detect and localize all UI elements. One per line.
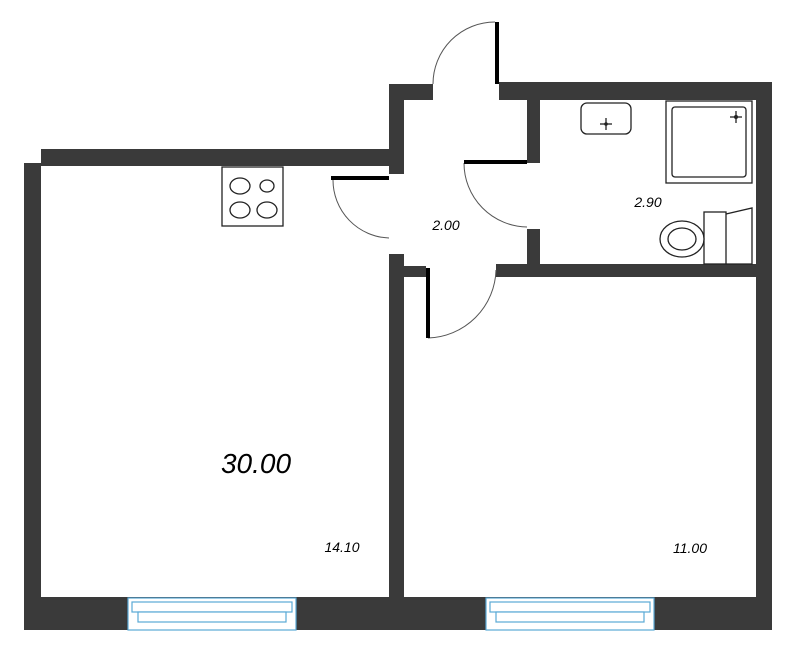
room-area-hall: 2.00 [431,217,459,233]
door-bathroom [463,160,528,228]
window-kitchen [127,597,297,631]
stove-icon [221,166,284,227]
wall-kitchen-top [41,149,389,166]
room-area-bathroom: 2.90 [633,194,661,210]
total-area-label: 30.00 [221,448,291,479]
walls [24,82,772,630]
room-area-kitchen: 14.10 [324,539,359,555]
wall-outer-right [756,82,772,630]
sink-icon [580,102,632,135]
wall-hall-stub [404,266,426,277]
toilet-icon [659,207,753,265]
wall-outer-left [24,163,41,630]
door-bedroom [426,268,497,339]
wall-hall-left [389,84,404,174]
door-kitchen [331,176,390,239]
shower-tray-icon [665,100,753,184]
wall-hall-top-left [389,84,433,100]
door-entrance [432,21,499,85]
window-bedroom [485,597,655,631]
wall-bath-left-upper [527,100,540,163]
wall-partition-center [389,254,404,630]
wall-top-right [499,82,772,100]
wall-bath-bottom [496,264,756,277]
room-area-bedroom: 11.00 [673,540,707,556]
